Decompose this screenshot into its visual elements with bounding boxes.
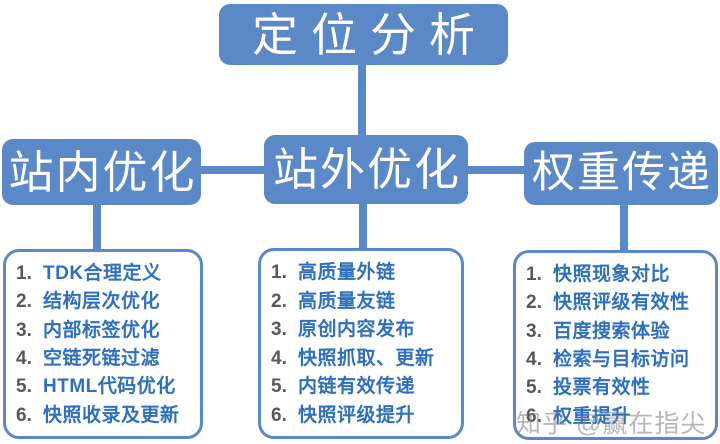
item-text: 内链有效传递 <box>298 376 416 398</box>
node-weight-transfer: 权重传递 <box>524 142 718 205</box>
connector-mid-to-right <box>465 166 527 174</box>
item-text: TDK合理定义 <box>43 263 162 285</box>
node-onsite-optimization: 站内优化 <box>2 139 201 205</box>
list-item: 3. 内部标签优化 <box>16 317 194 345</box>
list-item: 1. 高质量外链 <box>271 259 455 287</box>
item-number: 4. <box>526 349 542 371</box>
item-text: 空链死链过滤 <box>43 348 161 370</box>
connector-root-to-mid <box>358 63 366 138</box>
list-item: 6. 权重提升 <box>526 403 709 431</box>
list-item: 6. 快照收录及更新 <box>16 402 194 430</box>
item-number: 6. <box>16 404 32 426</box>
item-text: 投票有效性 <box>553 377 651 399</box>
item-number: 1. <box>16 263 32 285</box>
node-label: 定位分析 <box>252 8 488 61</box>
list-item: 3. 原创内容发布 <box>271 316 455 344</box>
list-item: 2. 快照评级有效性 <box>526 289 709 317</box>
list-item: 2. 结构层次优化 <box>16 288 194 316</box>
item-number: 6. <box>271 404 287 426</box>
list-item: 5. 内链有效传递 <box>271 373 455 401</box>
item-number: 1. <box>526 264 542 286</box>
list-item: 6. 快照评级提升 <box>271 402 455 430</box>
node-label: 权重传递 <box>532 149 712 197</box>
item-text: 内部标签优化 <box>43 319 161 341</box>
item-text: 高质量友链 <box>298 290 396 312</box>
node-positioning-analysis: 定位分析 <box>219 4 508 65</box>
item-text: 原创内容发布 <box>298 319 416 341</box>
item-text: 检索与目标访问 <box>553 349 690 371</box>
list-onsite-optimization: 1. TDK合理定义 2. 结构层次优化 3. 内部标签优化 4. 空链死链过滤… <box>3 249 203 439</box>
node-label: 站内优化 <box>8 146 197 198</box>
item-text: 高质量外链 <box>298 262 396 284</box>
item-number: 5. <box>16 376 32 398</box>
item-number: 4. <box>16 348 32 370</box>
list-item: 4. 检索与目标访问 <box>526 346 709 374</box>
list-item: 4. 空链死链过滤 <box>16 345 194 373</box>
list-item: 5. 投票有效性 <box>526 374 709 402</box>
connector-mid-to-list <box>359 202 367 250</box>
item-text: 快照现象对比 <box>553 264 671 286</box>
item-text: 快照收录及更新 <box>43 404 180 426</box>
item-number: 2. <box>16 291 32 313</box>
item-number: 2. <box>271 290 287 312</box>
item-text: HTML代码优化 <box>43 376 176 398</box>
connector-right-to-list <box>620 204 628 252</box>
list-item: 1. TDK合理定义 <box>16 260 194 288</box>
list-item: 2. 高质量友链 <box>271 288 455 316</box>
list-item: 1. 快照现象对比 <box>526 261 709 289</box>
list-item: 3. 百度搜索体验 <box>526 318 709 346</box>
list-item: 4. 快照抓取、更新 <box>271 345 455 373</box>
item-number: 3. <box>271 319 287 341</box>
item-number: 3. <box>526 320 542 342</box>
item-number: 5. <box>526 377 542 399</box>
node-label: 站外优化 <box>272 144 461 195</box>
connector-left-to-list <box>93 203 101 250</box>
item-number: 1. <box>271 262 287 284</box>
list-offsite-optimization: 1. 高质量外链 2. 高质量友链 3. 原创内容发布 4. 快照抓取、更新 5… <box>258 248 464 439</box>
item-text: 快照评级提升 <box>298 404 416 426</box>
item-text: 快照抓取、更新 <box>298 347 435 369</box>
item-number: 6. <box>526 405 542 427</box>
connector-left-to-mid <box>197 166 267 174</box>
item-text: 百度搜索体验 <box>553 320 671 342</box>
item-text: 权重提升 <box>553 405 632 427</box>
list-weight-transfer: 1. 快照现象对比 2. 快照评级有效性 3. 百度搜索体验 4. 检索与目标访… <box>513 250 718 440</box>
item-number: 2. <box>526 292 542 314</box>
item-text: 快照评级有效性 <box>553 292 690 314</box>
node-offsite-optimization: 站外优化 <box>264 135 468 204</box>
item-number: 5. <box>271 376 287 398</box>
item-text: 结构层次优化 <box>43 291 161 313</box>
item-number: 4. <box>271 347 287 369</box>
list-item: 5. HTML代码优化 <box>16 373 194 401</box>
item-number: 3. <box>16 319 32 341</box>
